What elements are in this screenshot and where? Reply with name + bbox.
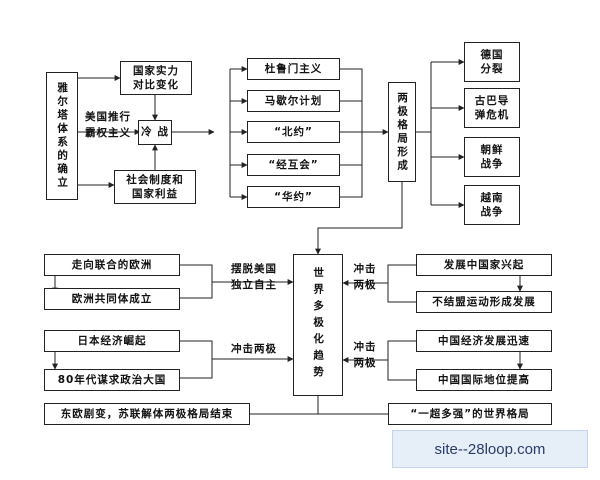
developing-rise-text: 发展中国家兴起: [443, 258, 525, 271]
yalta-system-text: 雅尔塔体系的确立: [56, 82, 69, 190]
marshall-plan-text: 马歇尔计划: [264, 94, 323, 107]
bipolar-to-multipolar-arrow: [315, 182, 403, 255]
ec-founded-box: 欧洲共同体成立: [44, 288, 180, 310]
nonaligned-text: 不结盟运动形成发展: [432, 295, 536, 308]
comecon-text: “经互会”: [268, 158, 319, 171]
china-status-box: 中国国际地位提高: [416, 369, 552, 391]
vietnam-war-box: 越南 战争: [464, 185, 520, 225]
china-status-text: 中国国际地位提高: [438, 373, 530, 386]
multipolar-trend-text: 世界多极化趋势: [312, 267, 325, 383]
soviet-collapse-box: 东欧剧变，苏联解体两极格局结束: [44, 403, 250, 425]
national-power-text: 国家实力 对比变化: [133, 64, 179, 91]
break-us-label: 摆脱美国 独立自主: [231, 263, 277, 291]
europe-unite-text: 走向联合的欧洲: [71, 258, 153, 271]
developing-rise-box: 发展中国家兴起: [416, 254, 552, 276]
japan-80s-text: 80年代谋求政治大国: [57, 373, 167, 386]
nato-text: “北约”: [274, 125, 313, 138]
one-super-box: “一超多强”的世界格局: [388, 403, 552, 425]
bipolar-formed-box: 两极格局形成: [388, 82, 416, 182]
japan-80s-box: 80年代谋求政治大国: [44, 369, 180, 391]
social-system-box: 社会制度和 国家利益: [114, 170, 196, 204]
bipolar-formed-text: 两极格局形成: [396, 91, 409, 173]
site-watermark: site--28loop.com: [392, 430, 588, 468]
warsaw-pact-box: “华约”: [247, 186, 340, 208]
europe-unite-box: 走向联合的欧洲: [44, 254, 180, 276]
cuba-crisis-text: 古巴导 弹危机: [474, 94, 510, 121]
cold-war-text: 冷 战: [141, 126, 169, 139]
multipolar-trend-box: 世界多极化趋势: [293, 254, 343, 396]
germany-split-text: 德国 分裂: [480, 48, 504, 75]
yalta-system-box: 雅尔塔体系的确立: [46, 72, 78, 200]
japan-rise-text: 日本经济崛起: [77, 334, 147, 347]
impact-bipolar-label-1: 冲击 两极: [353, 263, 377, 291]
marshall-plan-box: 马歇尔计划: [247, 90, 340, 112]
germany-split-box: 德国 分裂: [464, 42, 520, 82]
vietnam-war-text: 越南 战争: [480, 191, 504, 218]
cuba-crisis-box: 古巴导 弹危机: [464, 88, 520, 128]
china-econ-box: 中国经济发展迅速: [416, 330, 552, 352]
ec-founded-text: 欧洲共同体成立: [71, 292, 153, 305]
warsaw-pact-text: “华约”: [274, 190, 313, 203]
watermark-text: site--28loop.com: [434, 440, 546, 458]
social-system-text: 社会制度和 国家利益: [126, 173, 184, 200]
cold-war-box: 冷 战: [138, 120, 172, 145]
japan-rise-box: 日本经济崛起: [44, 330, 180, 352]
impact-bipolar-label-2: 冲击 两极: [353, 341, 377, 369]
impact-bipolar-japan-label: 冲击两极: [231, 343, 277, 355]
one-super-text: “一超多强”的世界格局: [410, 407, 530, 420]
soviet-collapse-text: 东欧剧变，苏联解体两极格局结束: [60, 407, 234, 420]
us-hegemony-label: 美国推行 霸权主义: [85, 111, 131, 139]
nonaligned-box: 不结盟运动形成发展: [416, 291, 552, 313]
comecon-box: “经互会”: [247, 154, 340, 176]
korea-war-box: 朝鲜 战争: [464, 137, 520, 177]
truman-doctrine-text: 杜鲁门主义: [264, 62, 323, 75]
korea-war-text: 朝鲜 战争: [480, 143, 504, 170]
nato-box: “北约”: [247, 121, 340, 143]
truman-doctrine-box: 杜鲁门主义: [247, 58, 340, 80]
china-econ-text: 中国经济发展迅速: [438, 334, 530, 347]
national-power-box: 国家实力 对比变化: [120, 61, 192, 95]
